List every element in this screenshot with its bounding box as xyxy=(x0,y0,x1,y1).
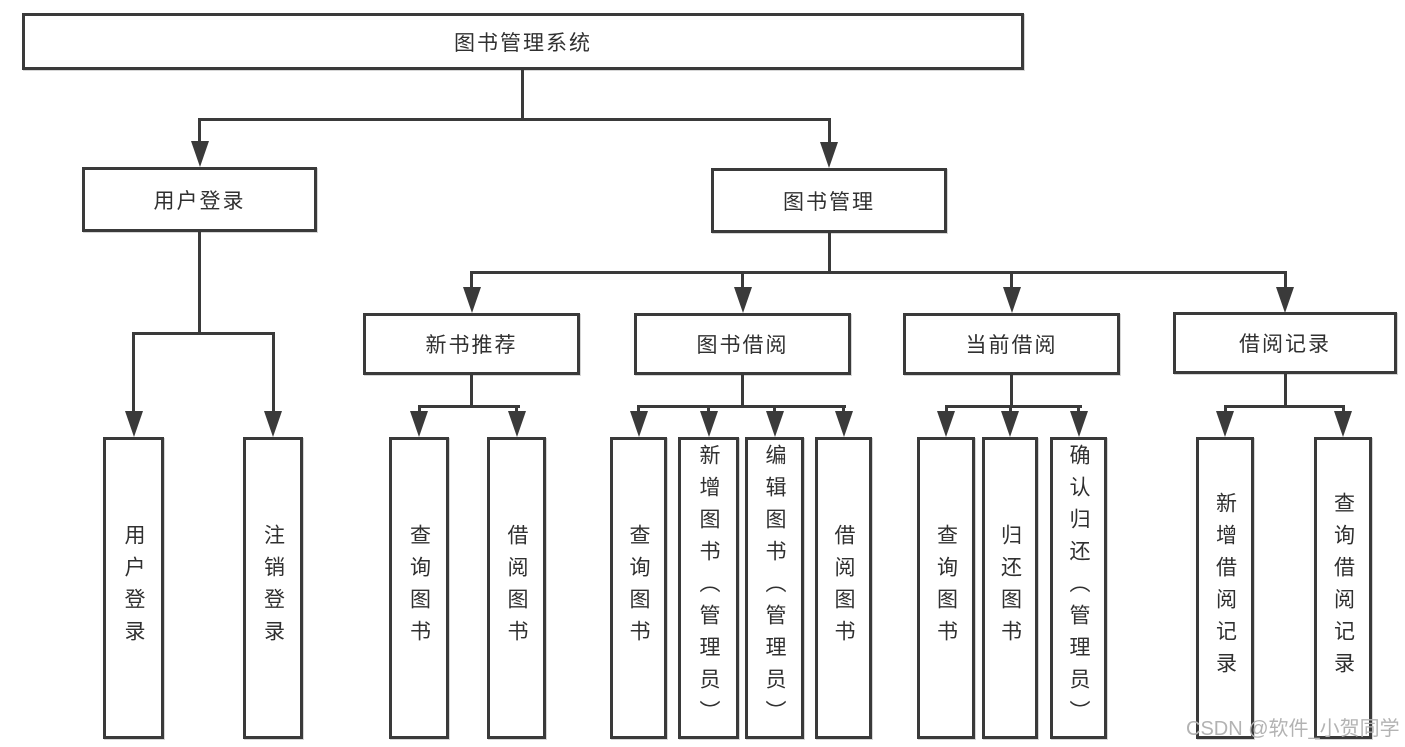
line xyxy=(417,405,520,408)
leaf-label: 注销登录 xyxy=(261,524,286,652)
arrowhead-icon xyxy=(937,411,955,437)
leaf-label: 查询图书 xyxy=(627,524,651,652)
arrowhead-icon xyxy=(124,411,143,437)
arrowhead-icon xyxy=(820,142,838,168)
line xyxy=(1341,405,1345,415)
arrowhead-icon xyxy=(733,287,752,313)
line xyxy=(707,405,710,415)
leaf-label: 归还图书 xyxy=(998,524,1023,652)
line xyxy=(827,118,831,145)
line xyxy=(637,405,640,415)
line xyxy=(741,375,744,408)
leaf-label: 新增借阅记录 xyxy=(1213,492,1238,684)
arrowhead-icon xyxy=(629,411,648,437)
arrowhead-icon xyxy=(507,411,526,437)
line xyxy=(470,375,473,408)
leaf-label: 查询图书 xyxy=(407,524,432,652)
node-book-borrow: 图书借阅 xyxy=(634,313,851,375)
node-current-borrow: 当前借阅 xyxy=(903,313,1120,375)
line xyxy=(1008,405,1012,415)
node-root: 图书管理系统 xyxy=(22,13,1024,70)
leaf-current-query: 查询图书 xyxy=(917,437,975,739)
arrowhead-icon xyxy=(834,411,853,437)
line xyxy=(1010,271,1013,289)
line xyxy=(271,332,275,413)
line xyxy=(521,68,524,120)
line xyxy=(417,405,421,415)
arrowhead-icon xyxy=(190,141,209,167)
arrowhead-icon xyxy=(1069,411,1088,437)
leaf-label: 确认归还（管理员） xyxy=(1067,444,1091,732)
leaf-record-add: 新增借阅记录 xyxy=(1196,437,1254,739)
leaf-current-return: 归还图书 xyxy=(982,437,1038,739)
line xyxy=(827,233,831,274)
line xyxy=(470,271,473,289)
leaf-label: 借阅图书 xyxy=(505,524,529,652)
leaf-label: 查询借阅记录 xyxy=(1331,492,1356,684)
line xyxy=(741,271,744,289)
leaf-newbook-query: 查询图书 xyxy=(389,437,449,739)
line xyxy=(515,405,518,415)
line xyxy=(132,332,275,335)
line xyxy=(944,405,948,415)
arrowhead-icon xyxy=(1216,411,1234,437)
leaf-logout: 注销登录 xyxy=(243,437,303,739)
leaf-borrow-book: 借阅图书 xyxy=(815,437,872,739)
leaf-user-login: 用户登录 xyxy=(103,437,164,739)
node-new-book-recommend: 新书推荐 xyxy=(363,313,580,375)
node-book-management: 图书管理 xyxy=(711,168,947,233)
arrowhead-icon xyxy=(765,411,784,437)
arrowhead-icon xyxy=(1001,411,1019,437)
leaf-borrow-query: 查询图书 xyxy=(610,437,667,739)
leaf-newbook-borrow: 借阅图书 xyxy=(487,437,546,739)
line xyxy=(1010,375,1013,408)
leaf-current-confirm-admin: 确认归还（管理员） xyxy=(1050,437,1107,739)
line xyxy=(198,232,201,335)
leaf-borrow-edit-admin: 编辑图书（管理员） xyxy=(745,437,804,739)
arrowhead-icon xyxy=(1334,411,1352,437)
leaf-label: 查询图书 xyxy=(934,524,959,652)
line xyxy=(637,405,846,408)
line xyxy=(1223,405,1227,415)
arrowhead-icon xyxy=(1276,287,1294,313)
line xyxy=(1283,271,1287,289)
line xyxy=(1223,405,1345,408)
arrowhead-icon xyxy=(699,411,718,437)
line xyxy=(1283,374,1287,408)
leaf-label: 借阅图书 xyxy=(832,524,856,652)
arrowhead-icon xyxy=(264,411,282,437)
line xyxy=(198,118,831,121)
leaf-record-query: 查询借阅记录 xyxy=(1314,437,1372,739)
line xyxy=(842,405,845,415)
line xyxy=(470,271,1287,274)
line xyxy=(198,118,201,144)
arrowhead-icon xyxy=(410,411,428,437)
line xyxy=(773,405,776,415)
csdn-watermark: CSDN @软件_小贺同学 xyxy=(1186,718,1400,740)
arrowhead-icon xyxy=(1002,287,1021,313)
leaf-label: 编辑图书（管理员） xyxy=(763,444,787,732)
leaf-label: 新增图书（管理员） xyxy=(697,444,721,732)
leaf-label: 用户登录 xyxy=(122,524,146,652)
leaf-borrow-add-admin: 新增图书（管理员） xyxy=(678,437,739,739)
node-user-login: 用户登录 xyxy=(82,167,317,232)
arrowhead-icon xyxy=(462,287,481,313)
line xyxy=(132,332,135,413)
line xyxy=(944,405,1082,408)
line xyxy=(1077,405,1080,415)
node-borrow-record: 借阅记录 xyxy=(1173,312,1397,374)
